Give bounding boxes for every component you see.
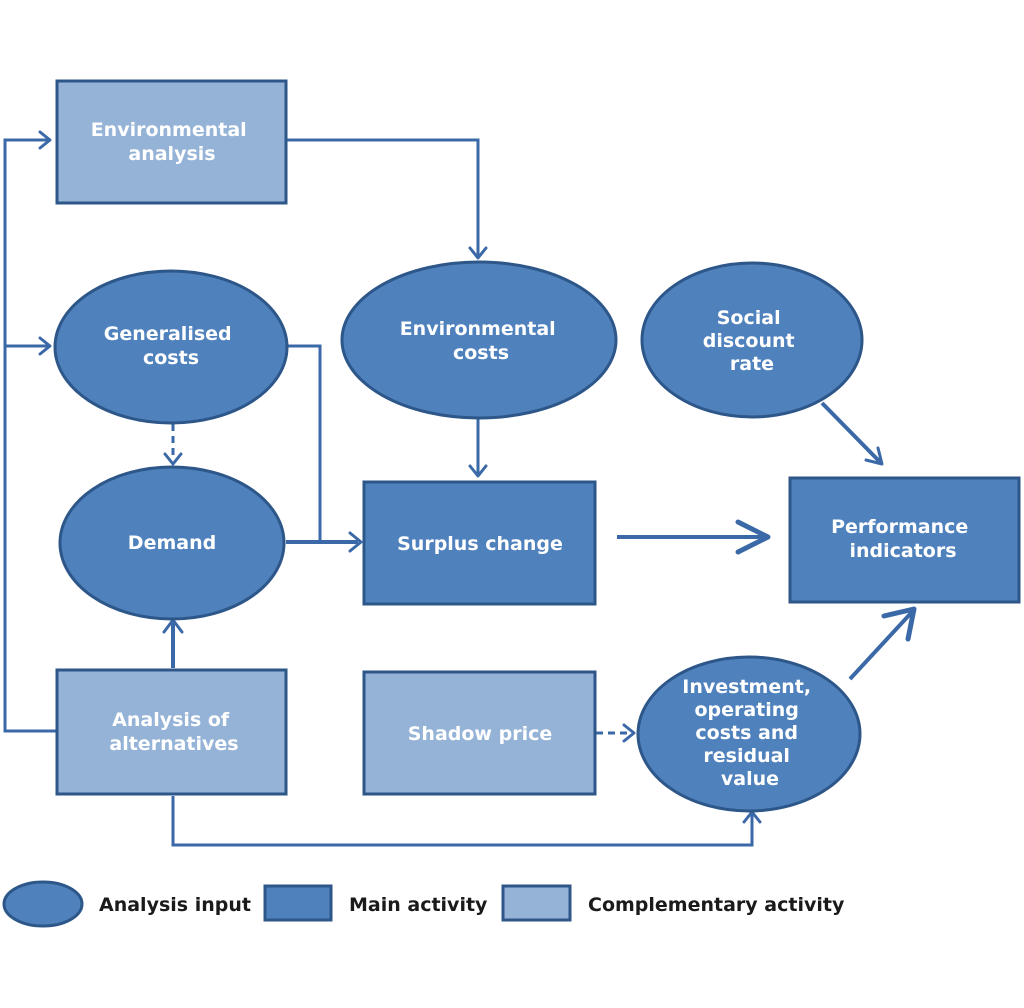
- arrowhead-to-surplus-from-demand: [348, 531, 363, 553]
- svg-text:Environmental analysis: Environmental analysis: [91, 119, 254, 165]
- generalised-costs-label-line-1: Generalised: [104, 323, 232, 345]
- arrowhead-to-environmental-analysis: [38, 130, 52, 150]
- legend-complementary-activity-swatch: [501, 884, 572, 922]
- svg-text:Investment, operating: Investment, operating costs and residual…: [682, 676, 817, 790]
- generalised-costs-label-line-2: costs: [143, 347, 199, 369]
- analysis-of-alternatives-label-line-2: alternatives: [109, 733, 238, 755]
- node-environmental-costs: Environmental costs: [340, 260, 618, 420]
- environmental-analysis-label-line-1: Environmental: [91, 119, 247, 141]
- generalised-costs-ellipse: [53, 269, 289, 425]
- performance-indicators-label-line-1: Performance: [831, 516, 968, 538]
- arrowhead-to-environmental-costs: [468, 246, 488, 260]
- node-shadow-price: Shadow price: [362, 670, 597, 796]
- connector-investment-to-performance: [848, 610, 914, 681]
- demand-label: Demand: [128, 532, 216, 554]
- arrowhead-to-performance-from-discount: [864, 446, 884, 466]
- arrowhead-to-demand-from-generalised: [163, 452, 183, 466]
- shadow-price-label: Shadow price: [408, 723, 553, 745]
- connector-alternatives-left-loop: [3, 138, 57, 733]
- connector-alternatives-to-investment: [171, 796, 754, 847]
- performance-indicators-box: [788, 476, 1021, 604]
- shadow-price-box: [362, 670, 597, 796]
- investment-costs-label-line-5: value: [721, 768, 779, 790]
- investment-costs-ellipse: [636, 655, 862, 813]
- arrowhead-to-investment-from-shadow: [622, 723, 636, 743]
- investment-costs-label-line-4: residual: [703, 745, 790, 767]
- legend-main-activity-label: Main activity: [349, 894, 488, 916]
- analysis-of-alternatives-box: [55, 668, 288, 796]
- environmental-costs-label-line-1: Environmental: [400, 318, 556, 340]
- social-discount-rate-ellipse: [640, 261, 864, 419]
- investment-costs-label-line-1: Investment,: [682, 676, 811, 698]
- connector-env-analysis-to-env-costs: [287, 138, 480, 256]
- social-discount-rate-label-line-2: discount: [703, 330, 795, 352]
- node-social-discount-rate: Social discount rate: [640, 261, 864, 419]
- connectors: [3, 130, 917, 847]
- legend-complementary-activity-label: Complementary activity: [588, 894, 845, 916]
- node-analysis-of-alternatives: Analysis of alternatives: [55, 668, 288, 796]
- node-generalised-costs: Generalised costs: [53, 269, 289, 425]
- performance-indicators-label-line-2: indicators: [849, 540, 956, 562]
- environmental-analysis-label-line-2: analysis: [128, 143, 215, 165]
- environmental-costs-ellipse: [340, 260, 618, 420]
- investment-costs-label-line-2: operating: [694, 699, 798, 721]
- svg-text:Environmental costs: Environmental costs: [400, 318, 563, 364]
- surplus-change-label: Surplus change: [397, 533, 563, 555]
- legend: Analysis input Main activity Complementa…: [2, 880, 845, 928]
- connector-generalised-to-surplus: [288, 344, 322, 542]
- social-discount-rate-label-line-3: rate: [730, 353, 774, 375]
- node-environmental-analysis: Environmental analysis: [55, 79, 288, 205]
- arrowhead-to-performance-from-surplus: [735, 519, 771, 555]
- legend-analysis-input-label: Analysis input: [99, 894, 251, 916]
- arrowhead-to-surplus-from-env-costs: [468, 464, 488, 478]
- svg-text:Surplus change: Surplus change: [397, 533, 563, 555]
- environmental-analysis-box: [55, 79, 288, 205]
- legend-main-activity-swatch: [263, 884, 333, 922]
- surplus-change-box: [362, 480, 597, 606]
- svg-text:Generalised costs: Generalised costs: [104, 323, 239, 369]
- social-discount-rate-label-line-1: Social: [717, 307, 781, 329]
- environmental-costs-label-line-2: costs: [453, 342, 509, 364]
- legend-analysis-input-swatch: [2, 880, 84, 928]
- svg-text:Analysis of alternatives: Analysis of alternatives: [109, 709, 238, 755]
- svg-text:Shadow price: Shadow price: [408, 723, 553, 745]
- node-surplus-change: Surplus change: [362, 480, 597, 606]
- analysis-of-alternatives-label-line-1: Analysis of: [112, 709, 230, 731]
- node-investment-costs: Investment, operating costs and residual…: [636, 655, 862, 813]
- svg-text:Social discount ra: Social discount rate: [703, 307, 802, 375]
- arrowhead-to-generalised-costs: [38, 336, 52, 356]
- connector-discount-to-performance: [820, 401, 882, 464]
- svg-text:Demand: Demand: [128, 532, 216, 554]
- investment-costs-label-line-3: costs and: [695, 722, 798, 744]
- arrowhead-to-performance-from-investment: [881, 606, 917, 642]
- svg-text:Performance indicators: Performance indicators: [831, 516, 975, 562]
- node-performance-indicators: Performance indicators: [788, 476, 1021, 604]
- node-demand: Demand: [58, 465, 286, 621]
- demand-ellipse: [58, 465, 286, 621]
